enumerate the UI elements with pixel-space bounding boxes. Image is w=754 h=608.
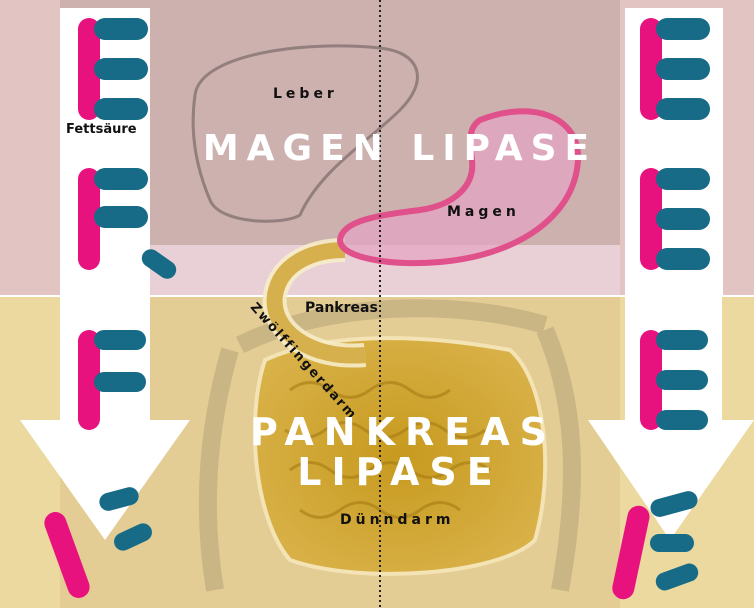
title-pankreas-lipase: PANKREAS LIPASE <box>250 412 550 492</box>
triglyceride-top-left <box>78 18 148 120</box>
triglyceride-lower-right <box>640 330 708 430</box>
label-magen: Magen <box>447 204 520 220</box>
title-pankreas-lipase-line2: LIPASE <box>250 452 550 492</box>
title-pankreas-lipase-line1: PANKREAS <box>250 412 550 452</box>
triglyceride-mid-right <box>640 168 710 270</box>
label-pankreas: Pankreas <box>305 300 378 316</box>
triglyceride-top-right <box>640 18 710 120</box>
label-duenndarm: Dünndarm <box>340 512 454 528</box>
left-white-panel <box>60 8 150 296</box>
title-magen-lipase: MAGEN LIPASE <box>200 128 600 169</box>
label-leber: Leber <box>273 86 338 102</box>
label-fettsaeure: Fettsäure <box>66 122 137 137</box>
